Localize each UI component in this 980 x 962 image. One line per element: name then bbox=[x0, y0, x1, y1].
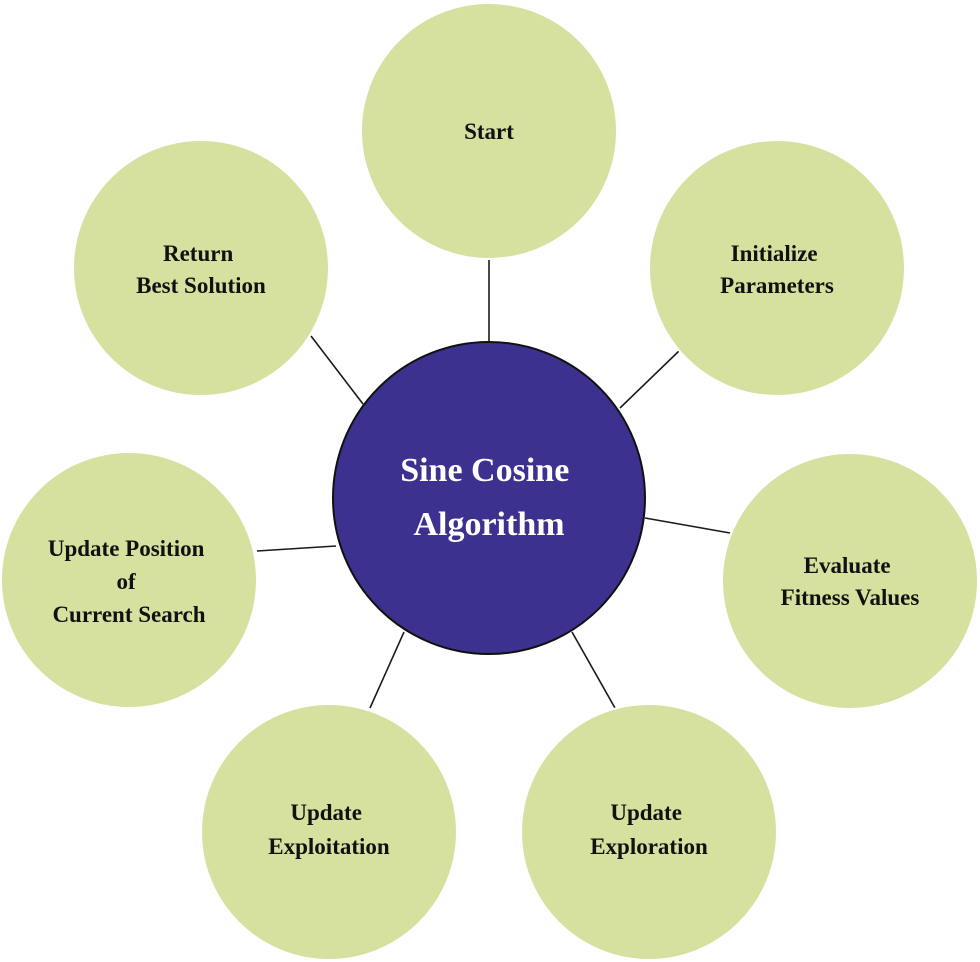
connector-return-best-solution bbox=[310, 335, 364, 405]
center-node: Sine Cosine Algorithm bbox=[332, 341, 646, 655]
connector-update-exploration bbox=[571, 631, 616, 709]
connector-evaluate-fitness-values bbox=[644, 517, 731, 534]
center-label-line-1: Sine Cosine bbox=[400, 452, 569, 489]
node-return-best-solution-label: Return Best Solution bbox=[136, 241, 266, 298]
node-update-position-line-3: Current Search bbox=[52, 602, 205, 627]
node-update-exploitation-circle bbox=[200, 703, 458, 961]
node-return-best-solution-line-1: Return bbox=[163, 241, 233, 266]
node-initialize-parameters-circle bbox=[648, 139, 906, 397]
node-evaluate-fitness-values-circle bbox=[721, 452, 979, 710]
node-update-exploration-circle bbox=[520, 703, 778, 961]
node-start-circle bbox=[360, 2, 618, 260]
node-initialize-parameters: Initialize Parameters bbox=[648, 139, 906, 397]
node-evaluate-fitness-values-line-1: Evaluate bbox=[804, 553, 891, 578]
connector-update-position bbox=[256, 545, 337, 552]
node-return-best-solution-line-2: Best Solution bbox=[136, 273, 266, 298]
node-update-position-label: Update Position of Current Search bbox=[48, 536, 210, 627]
node-initialize-parameters-line-1: Initialize bbox=[731, 241, 818, 266]
connector-update-exploitation bbox=[369, 631, 405, 709]
center-label-line-2: Algorithm bbox=[413, 506, 564, 543]
node-update-exploitation: Update Exploitation bbox=[200, 703, 458, 961]
node-update-exploration: Update Exploration bbox=[520, 703, 778, 961]
node-start: Start bbox=[360, 2, 618, 260]
node-update-exploitation-line-2: Exploitation bbox=[268, 834, 390, 859]
node-update-position-line-1: Update Position bbox=[48, 536, 205, 561]
node-update-exploration-line-1: Update bbox=[610, 800, 682, 825]
connector-initialize-parameters bbox=[619, 349, 681, 409]
node-evaluate-fitness-values-line-2: Fitness Values bbox=[781, 585, 920, 610]
node-update-exploration-line-2: Exploration bbox=[590, 834, 708, 859]
center-circle bbox=[332, 341, 646, 655]
node-evaluate-fitness-values: Evaluate Fitness Values bbox=[721, 452, 979, 710]
node-evaluate-fitness-values-label: Evaluate Fitness Values bbox=[781, 553, 920, 610]
node-return-best-solution-circle bbox=[72, 139, 330, 397]
node-return-best-solution: Return Best Solution bbox=[72, 139, 330, 397]
center-label: Sine Cosine Algorithm bbox=[400, 452, 578, 543]
node-update-position-line-2: of bbox=[117, 569, 137, 594]
node-start-label: Start bbox=[464, 119, 514, 144]
node-update-exploration-label: Update Exploration bbox=[590, 800, 708, 859]
node-update-exploitation-label: Update Exploitation bbox=[268, 800, 390, 859]
node-update-position-circle bbox=[0, 451, 258, 709]
node-update-exploitation-line-1: Update bbox=[290, 800, 362, 825]
connectors bbox=[256, 258, 731, 709]
node-initialize-parameters-label: Initialize Parameters bbox=[720, 241, 834, 298]
node-initialize-parameters-line-2: Parameters bbox=[720, 273, 834, 298]
node-update-position: Update Position of Current Search bbox=[0, 451, 258, 709]
node-start-line-1: Start bbox=[464, 119, 514, 144]
